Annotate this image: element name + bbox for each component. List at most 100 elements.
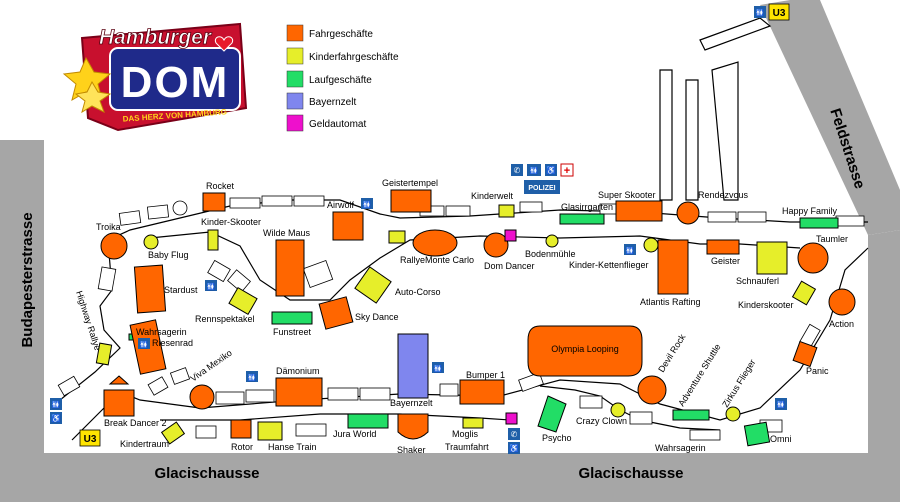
- label-bodenmuehle: Bodenmühle: [525, 249, 576, 259]
- kids-hanse-train: [257, 421, 283, 441]
- label-rendezvous: Rendezvous: [698, 190, 749, 200]
- logo-word-dom: DOM: [121, 58, 230, 107]
- label-baby-flug: Baby Flug: [148, 250, 189, 260]
- ride-geistertempel: [390, 189, 432, 213]
- ride-sky-dance: [318, 296, 354, 330]
- attractions: [95, 189, 856, 447]
- legend-swatch-rides: [286, 24, 304, 42]
- walk-omni: [743, 421, 771, 447]
- atm-moglis: [505, 412, 518, 425]
- svg-text:♿: ♿: [509, 443, 519, 453]
- ride-rotor: [230, 419, 252, 439]
- ride-devil-rock: [637, 375, 667, 405]
- svg-text:🚻: 🚻: [207, 282, 216, 291]
- label-zirkus-flieger: Zirkus Flieger: [720, 358, 757, 410]
- label-kinderwelt: Kinderwelt: [471, 191, 514, 201]
- street-label-glacischausse-left: Glacischausse: [154, 465, 259, 482]
- svg-text:🚻: 🚻: [52, 400, 61, 409]
- ride-rallye-monte-carlo: [412, 229, 458, 257]
- label-jura-world: Jura World: [333, 429, 376, 439]
- svg-text:+: +: [564, 165, 570, 177]
- label-geistertempel: Geistertempel: [382, 178, 438, 188]
- metro-u3-bottom: [79, 429, 101, 447]
- police-sign: [524, 180, 560, 194]
- ride-taumler: [797, 242, 829, 274]
- label-viva-mexiko: Viva Mexiko: [188, 348, 233, 384]
- phone-icon: [508, 428, 520, 440]
- wheelchair-icon: [508, 442, 520, 454]
- label-super-skooter: Super Skooter: [598, 190, 656, 200]
- wc-icon: [246, 371, 258, 382]
- label-action: Action: [829, 319, 854, 329]
- label-crazy-clown: Crazy Clown: [576, 416, 627, 426]
- legend-label-rides: Fahrgeschäfte: [309, 29, 373, 40]
- wc-icon: [624, 244, 636, 255]
- label-psycho: Psycho: [542, 433, 572, 443]
- label-sky-dance: Sky Dance: [355, 312, 399, 322]
- label-shaker: Shaker: [397, 445, 426, 455]
- first-aid-icon: [560, 163, 574, 177]
- road-glacischausse: [44, 453, 868, 502]
- metro-u3-top: [768, 3, 790, 21]
- ride-troika: [100, 232, 128, 260]
- legend-label-tent: Bayernzelt: [309, 97, 356, 108]
- kids-schnauferl: [756, 241, 788, 275]
- metro-u3-top-label: U3: [773, 8, 786, 19]
- tent-bayernzelt: [397, 333, 429, 399]
- label-traumfahrt: Traumfahrt: [445, 442, 489, 452]
- label-break-dancer-2: Break Dancer 2: [104, 418, 167, 428]
- street-label-glacischausse-right: Glacischausse: [578, 465, 683, 482]
- label-kinder-skooter: Kinder-Skooter: [201, 217, 261, 227]
- kids-unnamed-1: [388, 230, 406, 244]
- ride-stardust: [133, 264, 167, 314]
- label-rallye-monte-carlo: RallyeMonte Carlo: [400, 255, 474, 265]
- ride-geister: [706, 239, 740, 255]
- label-panic: Panic: [806, 366, 829, 376]
- svg-text:🚻: 🚻: [756, 8, 765, 17]
- ride-panic: [792, 340, 818, 368]
- kids-bodenmuehle: [545, 234, 559, 248]
- ride-atlantis-rafting: [657, 239, 689, 295]
- legend-swatch-kids: [286, 47, 304, 65]
- road-feldstrasse: [760, 0, 900, 235]
- wheelchair-icon: [50, 412, 62, 424]
- label-troika: Troika: [96, 222, 121, 232]
- service-icons: 🚻 🚻 🚻 🚻 🚻 🚻 🚻 🚻 🚻 ♿ ✆ ♿ ✆ 🚻 ♿ + POLIZEI: [50, 3, 790, 454]
- walk-adventure-shuttle: [672, 409, 710, 421]
- label-daemonium: Dämonium: [276, 366, 320, 376]
- label-taumler: Taumler: [816, 234, 848, 244]
- wc-icon: [527, 164, 541, 176]
- ride-olympia-looping: [527, 325, 643, 377]
- ride-break-dancer-2: [103, 375, 135, 417]
- label-geister: Geister: [711, 256, 740, 266]
- ride-shaker: [397, 413, 429, 440]
- kids-zirkus-flieger: [725, 406, 741, 422]
- ride-viva-mexiko: [189, 384, 215, 410]
- wc-icon: [775, 398, 787, 410]
- ride-super-skooter: [615, 200, 663, 222]
- label-bumper-1: Bumper 1: [466, 370, 505, 380]
- svg-text:✆: ✆: [511, 430, 518, 439]
- label-kinder-kettenflieger: Kinder-Kettenflieger: [569, 260, 649, 270]
- atm-dom-dancer: [504, 229, 517, 242]
- wc-icon: [432, 362, 444, 373]
- svg-text:🚻: 🚻: [530, 166, 539, 175]
- kids-rennspektakel: [228, 287, 258, 315]
- ride-daemonium: [275, 377, 323, 407]
- ride-rocket: [202, 192, 226, 212]
- svg-text:🚻: 🚻: [777, 400, 786, 409]
- ride-airwolf: [332, 211, 364, 241]
- label-atlantis-rafting: Atlantis Rafting: [640, 297, 701, 307]
- kids-kinder-kettenflieger: [643, 237, 659, 253]
- svg-text:♿: ♿: [546, 165, 556, 175]
- label-schnauferl: Schnauferl: [736, 276, 779, 286]
- wc-icon: [361, 198, 373, 209]
- road-feldstrasse-lower: [868, 230, 900, 502]
- kids-auto-corso: [354, 266, 392, 304]
- ride-action: [828, 288, 856, 316]
- kids-baby-flug: [143, 234, 159, 250]
- label-wilde-maus: Wilde Maus: [263, 228, 311, 238]
- label-auto-corso: Auto-Corso: [395, 287, 441, 297]
